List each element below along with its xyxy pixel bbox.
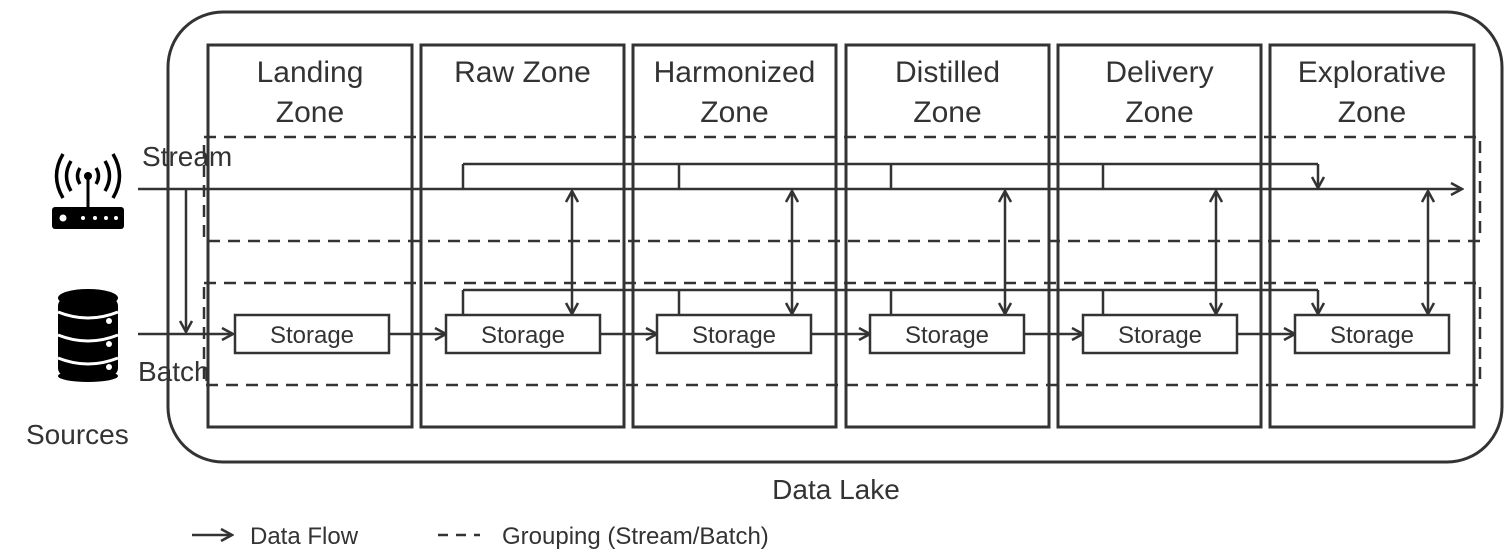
zone-title-line2: Zone [913, 96, 981, 129]
zone-title-line2: Zone [700, 96, 768, 129]
zone-box [1268, 43, 1476, 429]
database-icon [57, 289, 119, 382]
zone-title-line2: Zone [1125, 96, 1193, 129]
storage-box: Storage [868, 313, 1026, 355]
storage-label: Storage [905, 322, 989, 349]
stream-label: Stream [142, 141, 232, 172]
storage-box: Storage [233, 313, 391, 355]
data-lake-boundary [166, 10, 1504, 464]
zone-title-line2: Zone [1338, 96, 1406, 129]
legend-data-flow: Data Flow [250, 523, 359, 550]
zone-title-line2: Zone [276, 96, 344, 129]
storage-box: Storage [444, 313, 602, 355]
zone-column: Raw Zone [419, 43, 626, 429]
legend: Data Flow Grouping (Stream/Batch) [192, 523, 769, 550]
zone-title: Explorative [1298, 56, 1446, 89]
zone-box [206, 43, 414, 429]
zone-title: Harmonized [654, 56, 816, 89]
batch-label: Batch [138, 356, 210, 387]
storage-label: Storage [1330, 322, 1414, 349]
data-lake-title: Data Lake [772, 474, 900, 505]
storage-label: Storage [692, 322, 776, 349]
zone-box [419, 43, 626, 429]
sources-title: Sources [26, 419, 129, 450]
storage-box: Storage [1293, 313, 1451, 355]
zone-title: Landing [257, 56, 364, 89]
zone-title: Distilled [895, 56, 1000, 89]
storage-label: Storage [1118, 322, 1202, 349]
legend-grouping: Grouping (Stream/Batch) [502, 523, 769, 550]
zone-box [631, 43, 838, 429]
zone-box [1056, 43, 1263, 429]
zone-box [844, 43, 1051, 429]
zone-title: Delivery [1105, 56, 1213, 89]
storage-box: Storage [1081, 313, 1239, 355]
zone-title: Raw Zone [454, 56, 591, 89]
wifi-router-icon [52, 153, 124, 229]
storage-label: Storage [270, 322, 354, 349]
storage-label: Storage [481, 322, 565, 349]
storage-box: Storage [655, 313, 813, 355]
